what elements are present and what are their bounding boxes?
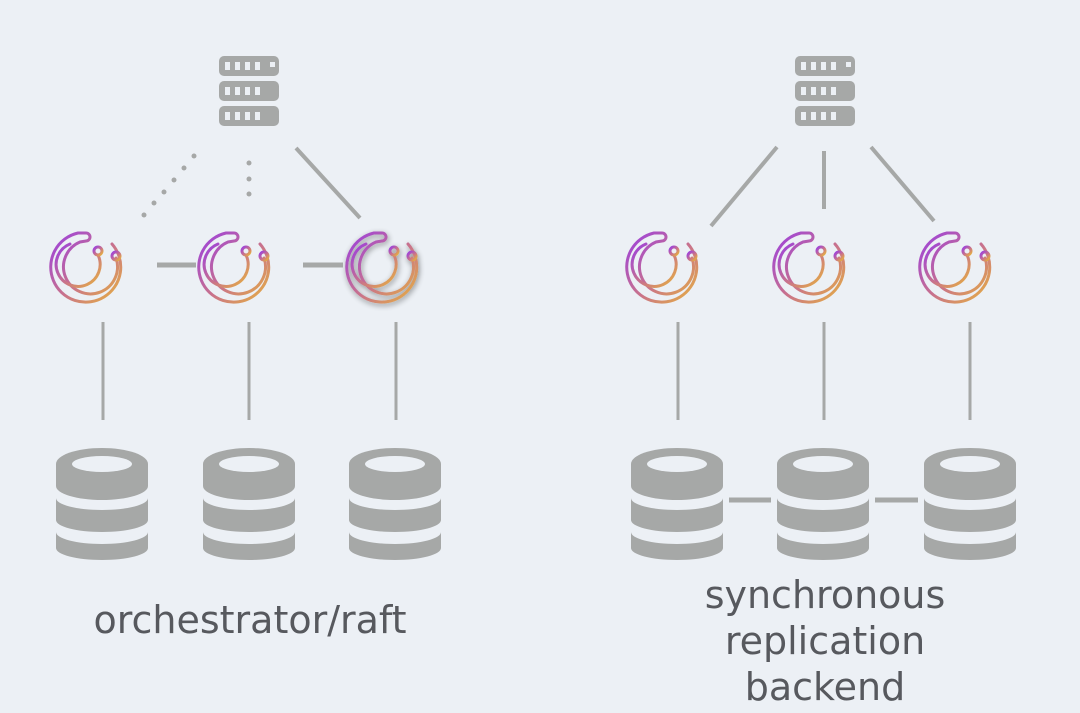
dotted-link (141, 153, 197, 218)
solid-link (869, 145, 936, 223)
server-rack-icon (219, 56, 279, 126)
orchestrator-logo-icon (918, 231, 992, 304)
orchestrator-logo-icon (772, 231, 846, 304)
orchestrator-leader-logo-icon (345, 231, 419, 304)
database-icon (203, 448, 295, 560)
database-icon (56, 448, 148, 560)
caption-line: synchronous replication (704, 573, 946, 663)
right-diagram (625, 56, 1016, 560)
orchestrator-logo-icon (625, 231, 699, 304)
database-icon (777, 448, 869, 560)
database-icon (349, 448, 441, 560)
caption-orchestrator-raft: orchestrator/raft (93, 598, 407, 642)
dotted-link (246, 160, 252, 197)
left-diagram (49, 56, 441, 560)
solid-link (709, 145, 779, 228)
orchestrator-logo-icon (49, 231, 123, 304)
database-icon (924, 448, 1016, 560)
solid-link (294, 146, 362, 220)
server-rack-icon (795, 56, 855, 126)
database-icon (631, 448, 723, 560)
caption-synchronous-replication: synchronous replication backend (600, 572, 1050, 710)
orchestrator-logo-icon (197, 231, 271, 304)
caption-line: backend (744, 665, 906, 709)
